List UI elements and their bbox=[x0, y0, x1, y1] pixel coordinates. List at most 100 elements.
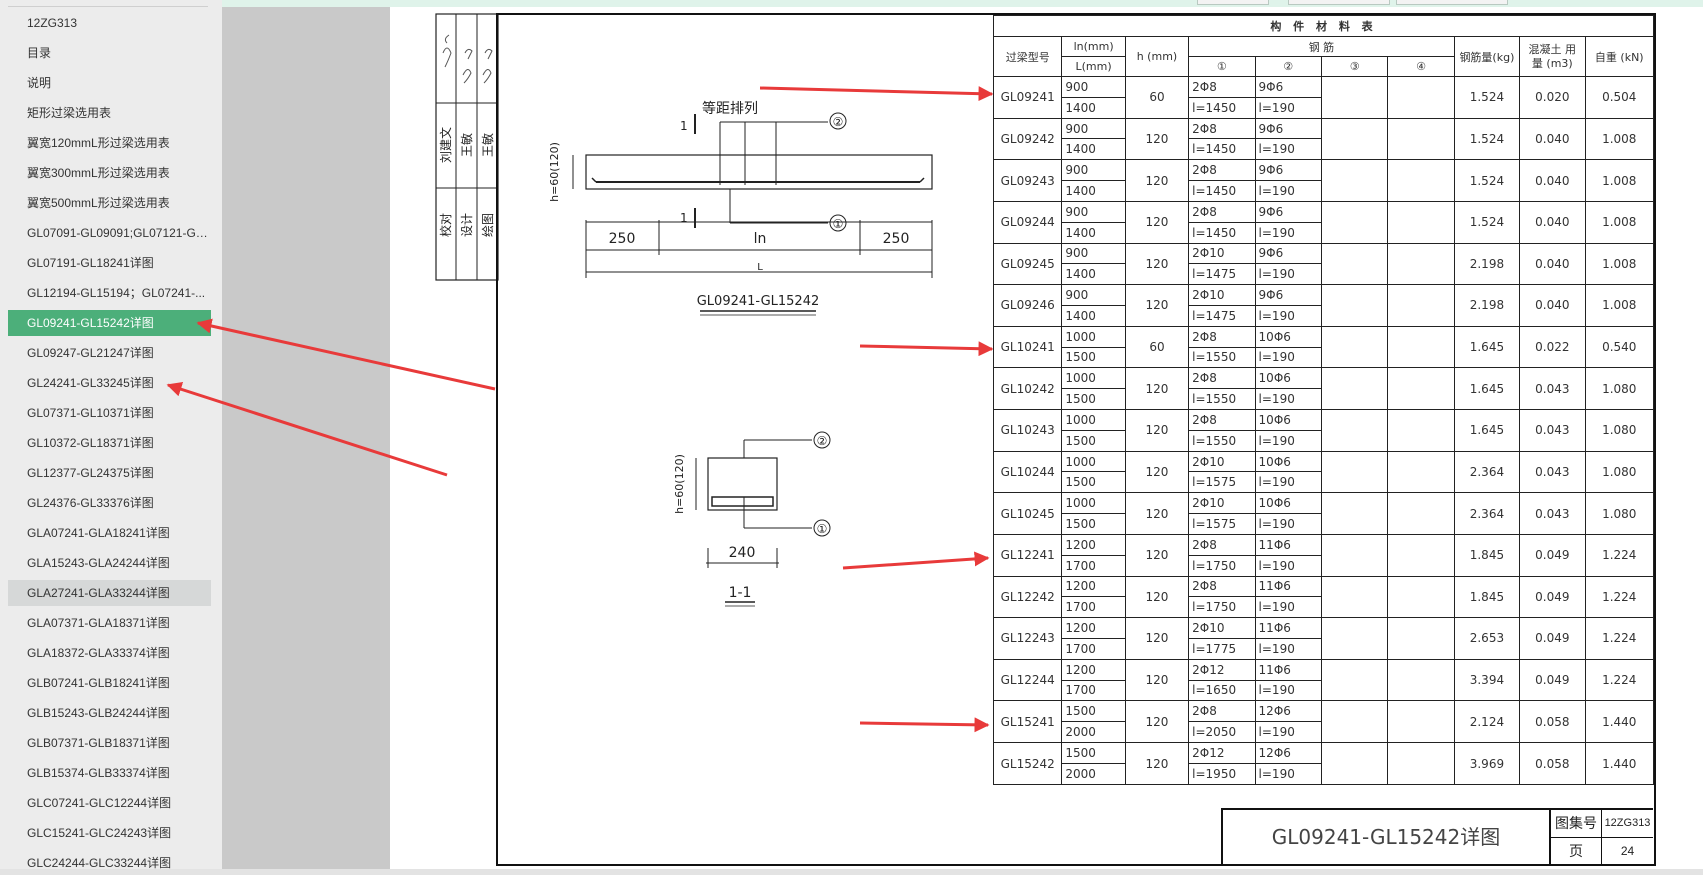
toc-item[interactable]: 12ZG313 bbox=[27, 16, 78, 30]
cell-self-weight: 1.080 bbox=[1584, 450, 1654, 494]
toc-item[interactable]: GLB07241-GLB18241详图 bbox=[27, 676, 170, 690]
page-number: 24 bbox=[1620, 844, 1635, 858]
cell-L: 1500 bbox=[1061, 388, 1126, 410]
title-block-role: 绘图 bbox=[480, 213, 495, 237]
cell-self-weight: 1.080 bbox=[1584, 367, 1654, 410]
cell-bar2: 12Φ6 bbox=[1254, 742, 1322, 764]
title-block-role: 设计 bbox=[460, 213, 474, 237]
toc-item[interactable]: 说明 bbox=[27, 76, 52, 90]
cell-bar4 bbox=[1387, 533, 1455, 577]
cell-bar1: 2Φ8 bbox=[1188, 409, 1256, 431]
toc-item[interactable]: GLA07371-GLA18371详图 bbox=[27, 616, 170, 630]
cell-model: GL09242 bbox=[992, 117, 1063, 161]
cell-steel: 3.969 bbox=[1453, 742, 1521, 785]
cell-ln: 900 bbox=[1061, 76, 1126, 98]
toc-item[interactable]: GLA07241-GLA18241详图 bbox=[27, 526, 170, 540]
cell-bar1-length: l=1575 bbox=[1188, 513, 1256, 535]
toc-item[interactable]: 目录 bbox=[27, 46, 52, 60]
toolbar-button[interactable] bbox=[1288, 0, 1390, 5]
header-bar-3: ③ bbox=[1320, 56, 1389, 77]
toc-item[interactable]: GL09241-GL15242详图 bbox=[8, 310, 211, 336]
toc-item[interactable]: GLA18372-GLA33374详图 bbox=[27, 646, 170, 660]
toc-item[interactable]: GL07091-GL09091;GL07121-GL... bbox=[27, 226, 211, 240]
cell-bar1: 2Φ8 bbox=[1188, 200, 1256, 223]
cell-bar4 bbox=[1387, 409, 1455, 452]
toc-item[interactable]: GL24241-GL33245详图 bbox=[27, 376, 154, 390]
toc-item[interactable]: GL07371-GL10371详图 bbox=[27, 406, 154, 420]
cell-steel: 1.845 bbox=[1453, 575, 1521, 619]
cell-bar1: 2Φ12 bbox=[1188, 742, 1256, 764]
cell-bar1: 2Φ8 bbox=[1188, 76, 1256, 98]
cell-bar2-length: l=190 bbox=[1254, 429, 1322, 452]
cell-bar2-length: l=190 bbox=[1254, 388, 1322, 410]
toc-item[interactable]: 翼宽500mmL形过梁选用表 bbox=[27, 196, 170, 210]
cell-bar2-length: l=190 bbox=[1254, 96, 1322, 119]
cell-steel: 1.524 bbox=[1453, 159, 1521, 202]
cell-steel: 2.653 bbox=[1453, 617, 1521, 660]
cell-ln: 1200 bbox=[1061, 533, 1126, 556]
header-steel-weight: 钢筋量(kg) bbox=[1453, 36, 1521, 77]
toolbar-button[interactable] bbox=[1197, 0, 1269, 5]
cell-concrete: 0.022 bbox=[1519, 325, 1586, 369]
toc-item[interactable]: GLA27241-GLA33244详图 bbox=[8, 580, 211, 606]
cell-bar4 bbox=[1387, 284, 1455, 327]
cell-bar1-length: l=2050 bbox=[1188, 721, 1256, 743]
title-block-name: 王敏 bbox=[459, 133, 474, 157]
horizontal-scrollbar[interactable] bbox=[0, 869, 1703, 875]
cell-bar2: 10Φ6 bbox=[1254, 450, 1322, 473]
toc-item[interactable]: GLC15241-GLC24243详图 bbox=[27, 826, 172, 840]
toc-item[interactable]: GLA15243-GLA24244详图 bbox=[27, 556, 170, 570]
cell-steel: 1.645 bbox=[1453, 409, 1521, 452]
toc-item[interactable]: 翼宽120mmL形过梁选用表 bbox=[27, 136, 170, 150]
cell-bar4 bbox=[1387, 450, 1455, 494]
cell-steel: 1.645 bbox=[1453, 367, 1521, 410]
cell-self-weight: 1.440 bbox=[1584, 742, 1654, 785]
toc-item[interactable]: GLB15243-GLB24244详图 bbox=[27, 706, 170, 720]
toc-item[interactable]: GL09247-GL21247详图 bbox=[27, 346, 154, 360]
viewer-top-bar bbox=[222, 0, 1703, 7]
cell-bar2-length: l=190 bbox=[1254, 637, 1322, 660]
toc-item[interactable]: GL12194-GL15194；GL07241-... bbox=[27, 286, 206, 300]
header-bar-1: ① bbox=[1188, 56, 1256, 77]
cell-bar3 bbox=[1320, 409, 1389, 452]
cell-L: 1500 bbox=[1061, 471, 1126, 494]
cell-bar4 bbox=[1387, 76, 1455, 119]
cell-model: GL10243 bbox=[992, 409, 1063, 452]
toc-item[interactable]: GLC07241-GLC12244详图 bbox=[27, 796, 172, 810]
toc-item[interactable]: GLB07371-GLB18371详图 bbox=[27, 736, 170, 750]
cell-bar1: 2Φ10 bbox=[1188, 284, 1256, 306]
cell-steel: 2.198 bbox=[1453, 284, 1521, 327]
cell-bar2-length: l=190 bbox=[1254, 596, 1322, 619]
atlas-number-label: 图集号 bbox=[1551, 810, 1602, 838]
toc-item[interactable]: GLB15374-GLB33374详图 bbox=[27, 766, 170, 780]
cell-model: GL10241 bbox=[992, 325, 1063, 369]
toc-item[interactable]: 翼宽300mmL形过梁选用表 bbox=[27, 166, 170, 180]
toolbar-button[interactable] bbox=[1396, 0, 1508, 5]
header-rebar: 钢 筋 bbox=[1188, 36, 1455, 57]
cell-ln: 900 bbox=[1061, 159, 1126, 182]
cell-ln: 1500 bbox=[1061, 700, 1126, 723]
cell-bar1: 2Φ8 bbox=[1188, 533, 1256, 556]
cell-h: 120 bbox=[1124, 742, 1190, 785]
toc-item[interactable]: GL24376-GL33376详图 bbox=[27, 496, 154, 510]
toc-item[interactable]: GL12377-GL24375详图 bbox=[27, 466, 154, 480]
cell-concrete: 0.049 bbox=[1519, 658, 1586, 702]
cell-self-weight: 1.080 bbox=[1584, 409, 1654, 452]
cell-self-weight: 1.224 bbox=[1584, 533, 1654, 577]
toc-item[interactable]: GL10372-GL18371详图 bbox=[27, 436, 154, 450]
atlas-number: 12ZG313 bbox=[1602, 810, 1653, 838]
cell-concrete: 0.020 bbox=[1519, 76, 1586, 119]
cell-ln: 1200 bbox=[1061, 575, 1126, 598]
cell-self-weight: 1.008 bbox=[1584, 200, 1654, 244]
toc-item[interactable]: 矩形过梁选用表 bbox=[27, 106, 112, 120]
cell-ln: 1000 bbox=[1061, 492, 1126, 515]
toc-item[interactable]: GL07191-GL18241详图 bbox=[27, 256, 154, 270]
